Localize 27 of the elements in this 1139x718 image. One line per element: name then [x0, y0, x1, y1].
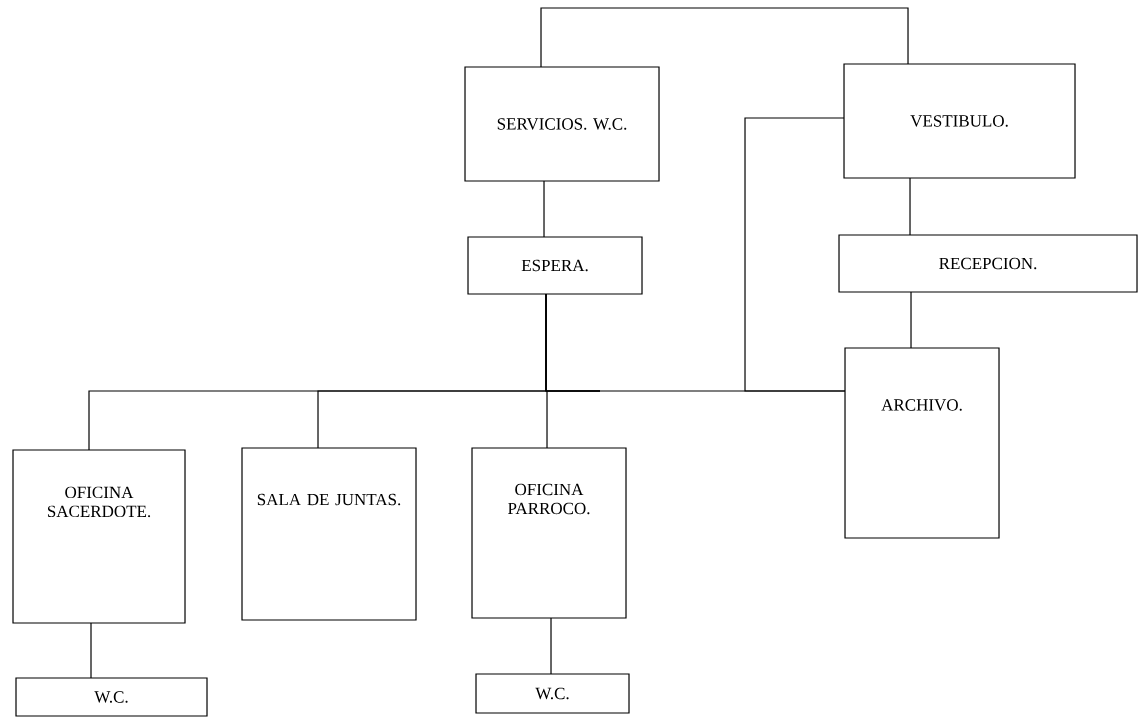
node-label: W.C.: [94, 691, 128, 703]
room-box: [838, 234, 1138, 293]
node-label: RECEPCION.: [939, 257, 1037, 270]
node-label: OFICINA PARROCO.: [508, 483, 590, 515]
room-box: [12, 449, 186, 624]
connector-line: [540, 7, 909, 68]
connector-line: [909, 177, 911, 236]
node-label: SERVICIOS. W.C.: [497, 118, 627, 130]
room-box: [464, 66, 660, 182]
room-box: [471, 447, 627, 619]
connector-line: [543, 180, 545, 238]
node-label: ESPERA.: [521, 259, 588, 272]
node-label: VESTIBULO.: [910, 115, 1008, 127]
connector-line: [910, 291, 912, 349]
node-label: SALA DE JUNTAS.: [257, 493, 401, 506]
room-box: [15, 677, 208, 717]
room-box: [843, 63, 1076, 179]
connector-line: [90, 622, 92, 679]
node-label: W.C.: [535, 687, 569, 700]
room-box: [241, 447, 417, 621]
node-label: OFICINA SACERDOTE.: [47, 486, 151, 518]
room-box: [475, 673, 630, 714]
room-box: [467, 236, 643, 295]
room-box: [844, 347, 1000, 539]
node-label: ARCHIVO.: [881, 399, 962, 411]
connector-line: [550, 617, 552, 675]
connector-line: [744, 117, 846, 392]
